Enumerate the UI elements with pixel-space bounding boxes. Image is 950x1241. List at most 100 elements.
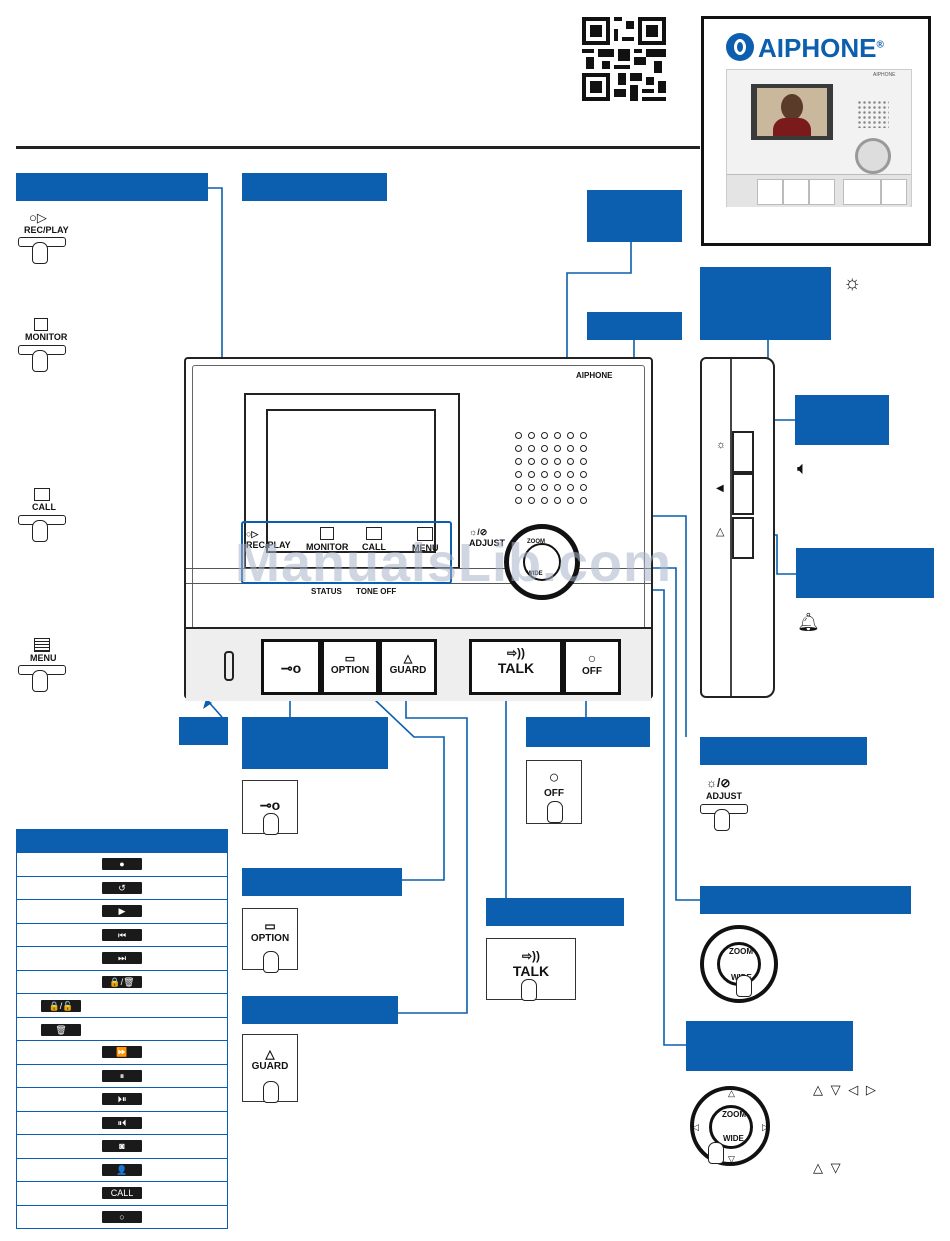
legend-header-row — [16, 829, 228, 853]
option-key[interactable]: ▭OPTION — [321, 639, 379, 695]
guard-detail: △ GUARD — [242, 1034, 298, 1103]
right-arrow-icon: ▷ — [762, 1122, 769, 1132]
side-brightness-button[interactable] — [732, 431, 754, 473]
legend-icon: ○ — [102, 1210, 142, 1223]
talk-detail-label: TALK — [512, 963, 550, 979]
speaker-hole — [541, 471, 548, 478]
speaker-hole — [567, 445, 574, 452]
product-brand: AIPHONE — [758, 33, 877, 63]
pressing-hand-icon — [32, 242, 48, 264]
speaker-hole — [515, 432, 522, 439]
speaker-hole — [528, 432, 535, 439]
speaker-hole — [580, 458, 587, 465]
adjust-icon: ☼/⊘ — [706, 776, 731, 790]
label-box-pan-tilt — [686, 1021, 853, 1071]
speaker-hole — [567, 484, 574, 491]
speaker-hole — [554, 458, 561, 465]
zoom-wide-button[interactable] — [523, 543, 561, 581]
product-model-tag: AIPHONE — [873, 72, 896, 78]
legend-row: 🔒/🗑 — [16, 969, 228, 994]
legend-icon: ⏵⏸ — [102, 1093, 142, 1106]
call-box-icon — [366, 527, 382, 540]
device-brand: AIPHONE — [576, 371, 613, 380]
device-adjust-key[interactable]: ☼/⊘ADJUST — [469, 527, 505, 548]
option-icon: ▭ — [344, 653, 356, 665]
device-jog-dial[interactable]: ZOOM WIDE — [504, 524, 580, 600]
chime-bell-icon: 🔔︎ — [797, 612, 820, 632]
legend-icon: 🔒/🔓 — [41, 1000, 81, 1013]
off-key[interactable]: ○OFF — [563, 639, 621, 695]
speaker-hole — [567, 471, 574, 478]
guard-key-label: GUARD — [389, 665, 427, 676]
product-keypad — [727, 174, 911, 207]
speaker-hole — [541, 445, 548, 452]
speaker-hole — [515, 497, 522, 504]
side-volume-button[interactable] — [732, 473, 754, 515]
menu-list-icon — [34, 638, 50, 652]
legend-row: ⏸⏴ — [16, 1110, 228, 1135]
pressing-hand-icon — [736, 975, 752, 997]
speaker-hole — [567, 458, 574, 465]
brightness-sun-icon: ☼ — [843, 272, 862, 294]
legend-icon: ◙ — [102, 1140, 142, 1153]
call-icon-group: CALL — [16, 488, 68, 548]
speaker-hole — [528, 484, 535, 491]
legend-row: ⏮ — [16, 922, 228, 947]
legend-icon: ⏮ — [102, 928, 142, 941]
legend-row: ⏭ — [16, 946, 228, 971]
legend-row: ▶ — [16, 899, 228, 924]
up-arrow-icon: △ — [728, 1088, 735, 1098]
product-photo-screen — [751, 84, 833, 140]
pressing-hand-icon — [263, 1081, 279, 1103]
adjust-detail-label: ADJUST — [706, 791, 743, 801]
device-status-label: STATUS — [311, 587, 342, 596]
device-zoom-label: ZOOM — [527, 539, 545, 545]
speaker-hole — [554, 484, 561, 491]
guard-key[interactable]: △GUARD — [379, 639, 437, 695]
speaker-hole — [515, 471, 522, 478]
menu-list-icon — [417, 527, 434, 541]
monitor-icon-group: MONITOR — [16, 318, 68, 378]
speaker-hole — [554, 471, 561, 478]
rec-play-symbol-icon: ○▷ — [246, 529, 259, 539]
pressing-hand-icon — [32, 350, 48, 372]
speaker-hole — [554, 445, 561, 452]
legend-icon: ⏩ — [102, 1046, 142, 1059]
label-box-screen-buttons — [242, 173, 387, 201]
call-label: CALL — [32, 502, 56, 512]
speaker-hole — [515, 458, 522, 465]
speaker-hole — [580, 471, 587, 478]
option-key-label: OPTION — [330, 665, 370, 676]
guard-bell-icon: △ — [403, 653, 413, 665]
device-monitor-key[interactable]: MONITOR — [306, 527, 348, 552]
pan-tilt-detail-dial: ZOOM WIDE △ ▽ ◁ ▷ — [690, 1086, 770, 1166]
legend-icon: ⏸ — [102, 1069, 142, 1082]
door-release-key[interactable]: ⊸o — [261, 639, 321, 695]
pressing-hand-icon — [521, 979, 537, 1001]
speaker-hole — [541, 432, 548, 439]
rec-play-icon-group: ○▷ REC/PLAY — [16, 210, 69, 270]
legend-icon: 🔒/🗑 — [102, 975, 142, 988]
legend-row: 🗑 — [16, 1016, 228, 1041]
speaker-hole — [528, 497, 535, 504]
device-menu-key[interactable]: MENU — [412, 527, 439, 553]
speaker-hole — [515, 484, 522, 491]
label-box-off — [526, 717, 650, 747]
device-rec-play-key[interactable]: ○▷REC/PLAY — [246, 529, 291, 550]
device-call-key[interactable]: CALL — [362, 527, 386, 552]
device-wide-label: WIDE — [527, 571, 543, 577]
label-box-door-release — [242, 717, 388, 769]
header-rule — [16, 146, 700, 149]
product-jog-dial — [855, 138, 891, 174]
key-icon: ⊸o — [280, 660, 302, 676]
talk-key[interactable]: ⇨))TALK — [469, 639, 563, 695]
zoom-detail-dial: ZOOM WIDE — [700, 925, 778, 1003]
monitor-device-front: AIPHONE ○▷REC/PLAY MONITOR CALL MENU STA… — [184, 357, 653, 701]
product-photo: AIPHONE — [726, 69, 912, 207]
zoom-detail-label: ZOOM — [729, 947, 753, 956]
speaker-hole — [541, 497, 548, 504]
label-box-zoom — [700, 886, 911, 914]
speaker-hole — [515, 445, 522, 452]
side-chime-button[interactable] — [732, 517, 754, 559]
legend-row: 🔒/🔓 — [16, 993, 228, 1018]
